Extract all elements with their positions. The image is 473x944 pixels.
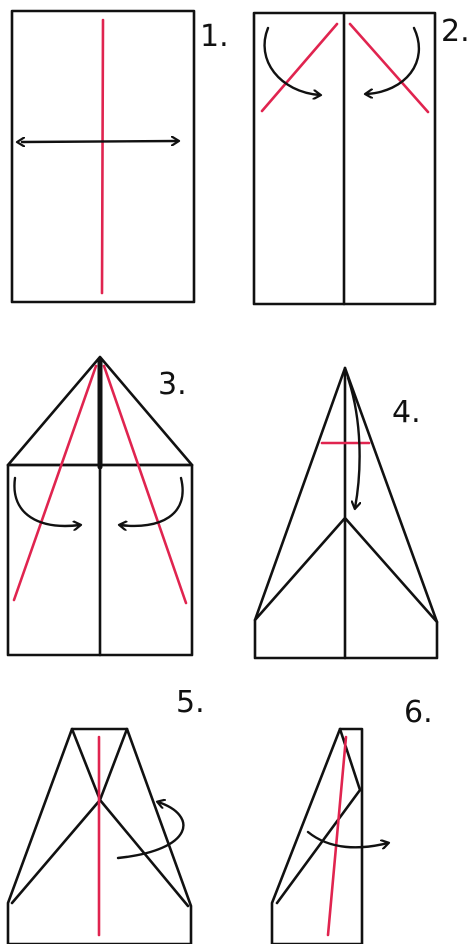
step-2-left-crease: [260, 22, 339, 113]
step-2-number: 2.: [441, 14, 470, 49]
step-1-number: 1.: [200, 19, 229, 54]
step-3-left-crease: [12, 364, 98, 602]
step-6-number: 6.: [404, 695, 433, 730]
step-4-plane-outline: [253, 366, 439, 660]
step-3-number: 3.: [158, 367, 187, 402]
step-3-right-crease: [102, 364, 188, 605]
step-6: 6.: [270, 695, 433, 944]
step-5-number: 5.: [176, 685, 205, 720]
step-4: 4.: [253, 366, 439, 660]
step-6-center-crease: [326, 735, 348, 937]
step-1: 1.: [10, 9, 229, 304]
step-3: 3.: [6, 355, 194, 657]
step-1-fold-arrow: [22, 141, 178, 142]
step-4-number: 4.: [392, 395, 421, 430]
step-2-left-fold-arrow: [263, 26, 320, 95]
step-2-right-fold-arrow: [366, 26, 421, 94]
step-3-left-fold-arrow: [13, 476, 80, 526]
step-2-right-crease: [348, 22, 430, 114]
step-1-center-crease: [100, 18, 105, 295]
step-1-paper-sheet: [10, 9, 196, 304]
step-6-plane-outline: [270, 727, 364, 944]
step-3-folded-triangle: [6, 355, 194, 467]
step-5-fold-arrow: [116, 802, 185, 860]
step-6-top-fold: [338, 727, 362, 792]
step-2: 2.: [252, 11, 470, 306]
step-6-fold-arrow: [306, 830, 388, 847]
step-6-side-fold: [275, 788, 362, 905]
step-4-fold-down-arrow: [346, 376, 360, 508]
step-5: 5.: [6, 685, 205, 944]
step-3-right-fold-arrow: [120, 476, 184, 526]
